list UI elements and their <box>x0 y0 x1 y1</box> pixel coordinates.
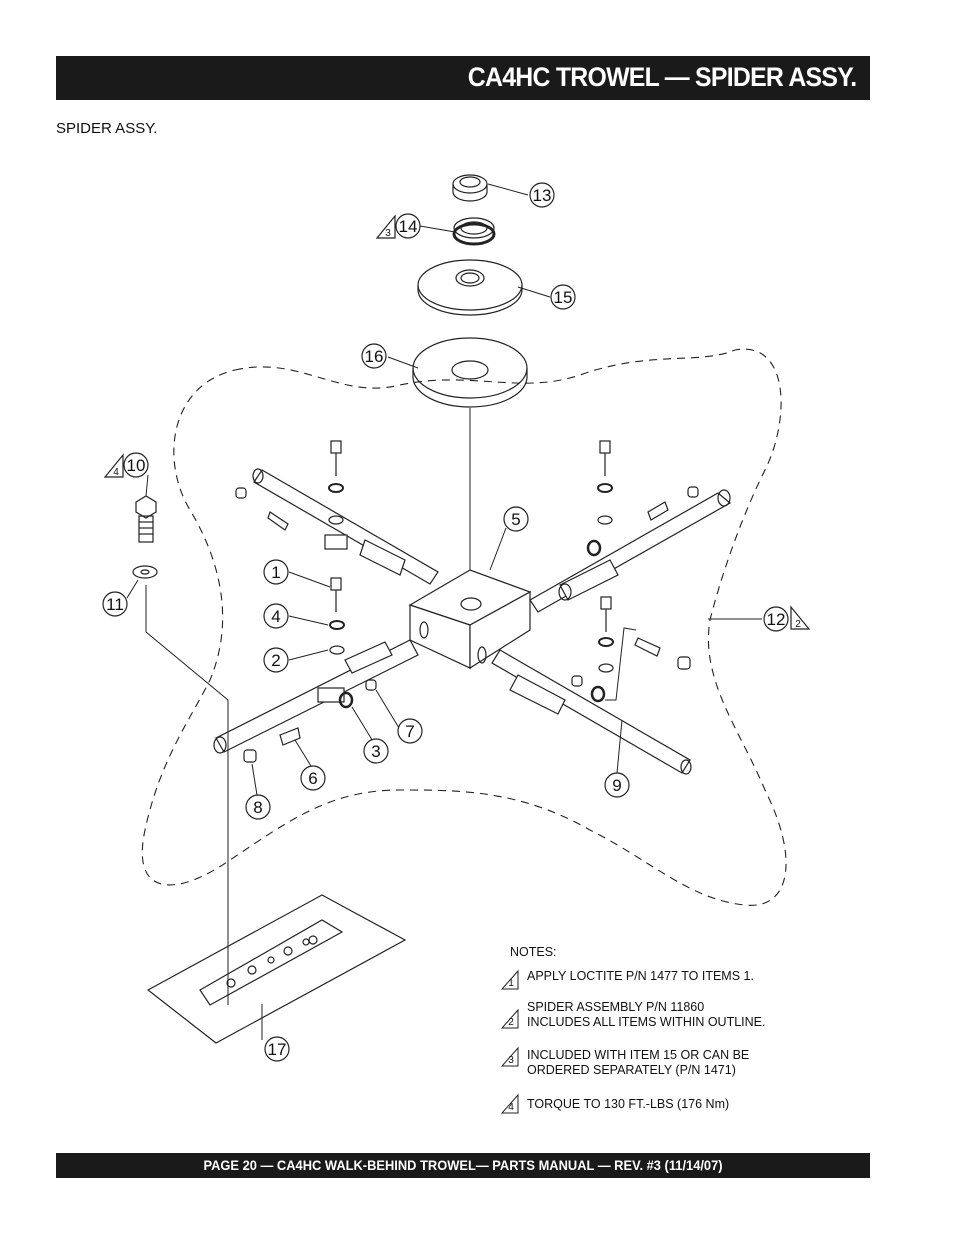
callout-16: 16 <box>361 343 387 369</box>
page-title: CA4HC TROWEL — SPIDER ASSY. <box>467 62 856 92</box>
spider-arm-upper-right <box>529 489 732 613</box>
spider-assembly-outline <box>141 348 787 906</box>
svg-text:13: 13 <box>533 186 552 205</box>
note-flag-triangle: 2 <box>500 1008 519 1029</box>
svg-text:2: 2 <box>271 651 280 670</box>
note-line: INCLUDES ALL ITEMS WITHIN OUTLINE. <box>527 1015 766 1029</box>
callout-11: 11 <box>102 591 128 617</box>
note-flag-triangle: 1 <box>500 969 519 990</box>
part-17-trowel-blade <box>146 894 407 1044</box>
svg-text:6: 6 <box>308 769 317 788</box>
callout-2: 2 <box>263 647 289 673</box>
flag-triangle-10: 4 <box>103 453 124 478</box>
svg-text:14: 14 <box>399 217 418 236</box>
part-15-plate <box>417 259 523 316</box>
page-footer: PAGE 20 — CA4HC WALK-BEHIND TROWEL— PART… <box>203 1157 723 1173</box>
svg-text:12: 12 <box>767 610 786 629</box>
callout-13: 13 <box>529 182 555 208</box>
svg-text:17: 17 <box>268 1040 287 1059</box>
note-line: INCLUDED WITH ITEM 15 OR CAN BE <box>527 1048 750 1062</box>
svg-text:11: 11 <box>106 595 124 614</box>
svg-text:3: 3 <box>385 228 391 239</box>
svg-text:16: 16 <box>365 347 384 366</box>
part-5-hub <box>408 569 532 670</box>
leader-lines <box>126 183 762 1040</box>
svg-text:5: 5 <box>511 510 520 529</box>
part-13-bushing <box>452 174 488 202</box>
note-flag-triangle: 3 <box>500 1046 519 1067</box>
title-bar: CA4HC TROWEL — SPIDER ASSY. <box>56 56 870 100</box>
section-subtitle: SPIDER ASSY. <box>56 120 158 137</box>
svg-text:10: 10 <box>127 456 146 475</box>
svg-text:1: 1 <box>271 563 280 582</box>
notes-heading: NOTES: <box>510 945 557 959</box>
svg-text:2: 2 <box>508 1017 514 1028</box>
callout-4: 4 <box>263 603 289 629</box>
svg-text:4: 4 <box>271 607 280 626</box>
callout-3: 3 <box>363 738 389 764</box>
note-line: ORDERED SEPARATELY (P/N 1471) <box>527 1063 736 1077</box>
part-16-disc <box>412 337 528 408</box>
note-line: APPLY LOCTITE P/N 1477 TO ITEMS 1. <box>527 969 754 983</box>
svg-text:2: 2 <box>795 619 801 630</box>
footer-bar: PAGE 20 — CA4HC WALK-BEHIND TROWEL— PART… <box>56 1153 870 1178</box>
flag-triangle-12: 2 <box>790 605 811 630</box>
svg-text:9: 9 <box>612 776 621 795</box>
callout-8: 8 <box>245 794 271 820</box>
bolt-stack-right <box>571 440 614 703</box>
callout-14: 14 <box>395 213 421 239</box>
callout-7: 7 <box>397 718 423 744</box>
svg-text:4: 4 <box>508 1102 514 1113</box>
svg-text:1: 1 <box>508 978 514 989</box>
spider-arm-lower-left <box>213 639 419 754</box>
part-10-bolt <box>135 495 157 543</box>
svg-text:4: 4 <box>113 467 119 478</box>
note-line: TORQUE TO 130 FT.-LBS (176 Nm) <box>527 1097 730 1111</box>
svg-text:7: 7 <box>405 722 414 741</box>
callout-5: 5 <box>503 506 529 532</box>
bolt-stack-left <box>328 440 377 709</box>
callout-17: 17 <box>264 1036 290 1062</box>
part-14-seal <box>452 217 496 246</box>
part-11-washer <box>132 565 158 579</box>
grease-fittings <box>235 486 699 763</box>
spider-arm-upper-left <box>252 468 439 585</box>
callout-10: 10 <box>123 452 149 478</box>
spider-arm-lower-right <box>491 649 692 775</box>
callout-1: 1 <box>263 559 289 585</box>
note-line: SPIDER ASSEMBLY P/N 11860 <box>527 1000 705 1014</box>
svg-text:3: 3 <box>371 742 380 761</box>
callout-6: 6 <box>300 765 326 791</box>
svg-text:8: 8 <box>253 798 262 817</box>
callout-15: 15 <box>550 284 576 310</box>
svg-text:3: 3 <box>508 1055 514 1066</box>
flag-triangle-14: 3 <box>375 214 396 239</box>
callout-12: 12 <box>763 606 789 632</box>
svg-text:15: 15 <box>554 288 573 307</box>
note-flag-triangle: 4 <box>500 1093 519 1114</box>
callout-9: 9 <box>604 772 630 798</box>
